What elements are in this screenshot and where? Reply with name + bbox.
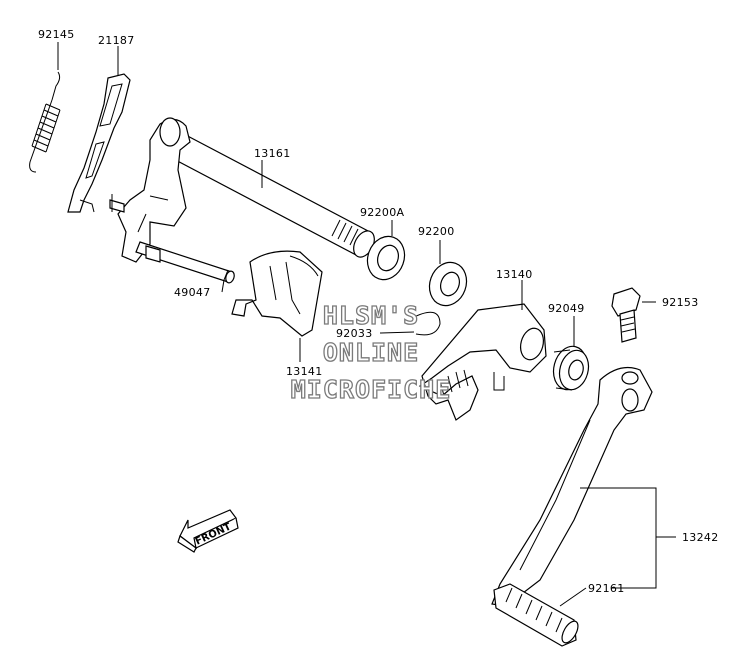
part-92153-bolt <box>611 287 641 343</box>
label-13242: 13242 <box>682 531 719 544</box>
label-92200A: 92200A <box>360 206 404 219</box>
watermark-line-2: ONLINE <box>323 338 419 367</box>
part-13242-pedal <box>491 367 653 647</box>
part-13161-shift-shaft <box>109 117 375 263</box>
part-92033-circlip <box>411 311 441 336</box>
part-21187-plate <box>67 73 131 213</box>
leader-lines <box>57 42 676 607</box>
label-21187: 21187 <box>98 34 135 47</box>
label-13161: 13161 <box>254 147 291 160</box>
front-arrow: FRONT <box>177 509 239 553</box>
label-92049: 92049 <box>548 302 585 315</box>
part-92145-spring <box>29 71 61 173</box>
label-92153: 92153 <box>662 296 699 309</box>
watermark-line-1: HLSM'S <box>323 301 419 330</box>
part-92200A-collar <box>366 235 406 281</box>
label-92200: 92200 <box>418 225 455 238</box>
part-13141-guide <box>231 250 323 337</box>
label-49047: 49047 <box>174 286 211 299</box>
label-92033: 92033 <box>336 327 373 340</box>
part-92049-oil-seal <box>552 345 590 391</box>
label-13141: 13141 <box>286 365 323 378</box>
part-92200-washer <box>428 261 468 307</box>
label-92145: 92145 <box>38 28 75 41</box>
part-49047-pin <box>135 241 235 284</box>
watermark-line-3: MICROFICHE <box>291 375 452 404</box>
label-13140: 13140 <box>496 268 533 281</box>
watermark: HLSM'S ONLINE MICROFICHE <box>290 300 452 404</box>
label-92161: 92161 <box>588 582 625 595</box>
part-13140-ratchet <box>418 303 547 421</box>
